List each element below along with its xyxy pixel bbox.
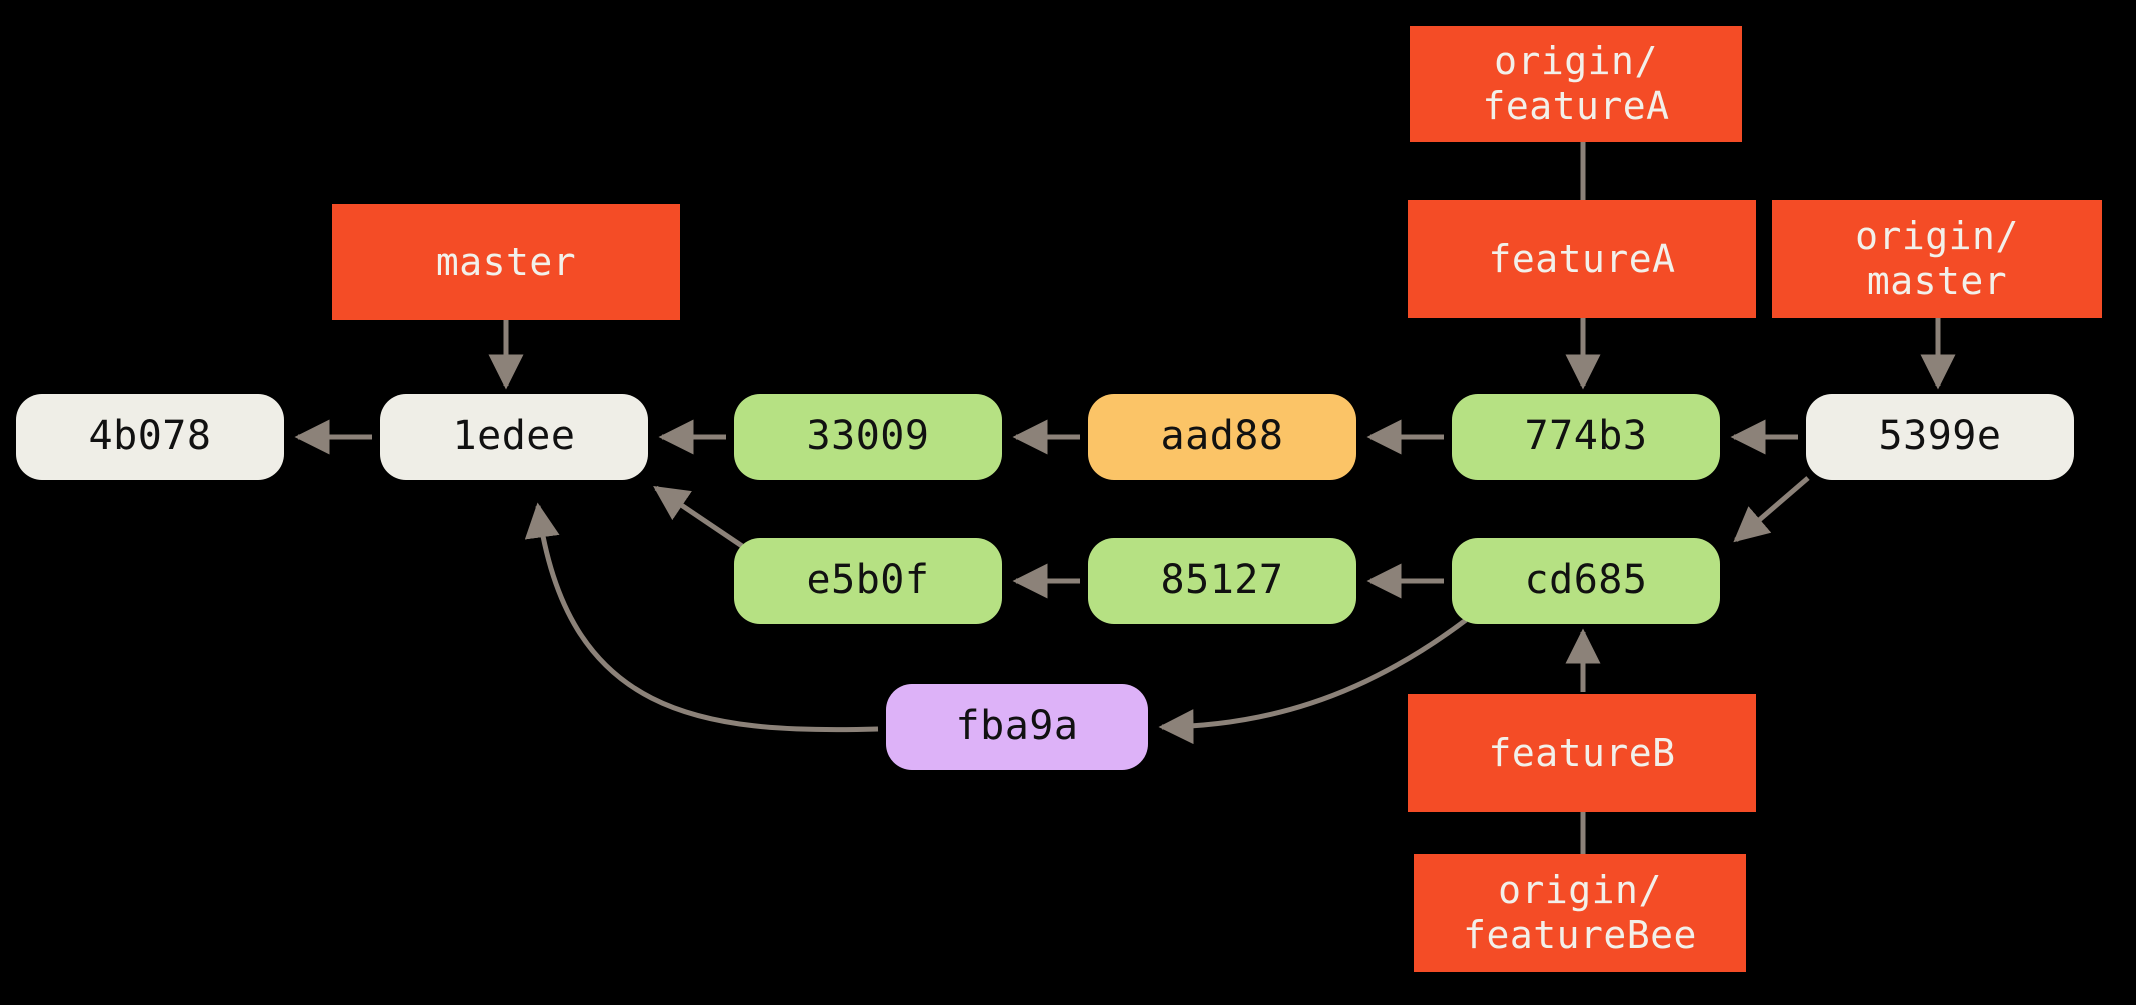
branch-label-origin-featureBee-text: origin/ featureBee (1463, 868, 1697, 957)
branch-label-featureA[interactable]: featureA (1408, 200, 1756, 318)
branch-label-master-text: master (435, 239, 577, 284)
branch-label-featureA-text: featureA (1488, 236, 1676, 281)
commit-node-cd685-label: cd685 (1524, 557, 1648, 604)
commit-node-774b3[interactable]: 774b3 (1452, 394, 1720, 480)
branch-label-origin-master-text: origin/ master (1855, 214, 2019, 303)
commit-node-e5b0f[interactable]: e5b0f (734, 538, 1002, 624)
commit-node-33009[interactable]: 33009 (734, 394, 1002, 480)
commit-node-fba9a-label: fba9a (955, 703, 1079, 750)
branch-label-origin-featureA[interactable]: origin/ featureA (1410, 26, 1742, 142)
branch-label-master[interactable]: master (332, 204, 680, 320)
commit-node-5399e[interactable]: 5399e (1806, 394, 2074, 480)
edge-5399e-to-cd685 (1733, 476, 1810, 543)
commit-node-85127-label: 85127 (1160, 557, 1284, 604)
commit-node-aad88[interactable]: aad88 (1088, 394, 1356, 480)
commit-node-33009-label: 33009 (806, 413, 930, 460)
branch-label-origin-featureA-text: origin/ featureA (1482, 39, 1670, 128)
branch-label-featureB-text: featureB (1488, 730, 1676, 775)
commit-node-aad88-label: aad88 (1160, 413, 1284, 460)
branch-label-featureB[interactable]: featureB (1408, 694, 1756, 812)
commit-node-fba9a[interactable]: fba9a (886, 684, 1148, 770)
commit-node-85127[interactable]: 85127 (1088, 538, 1356, 624)
commit-node-1edee[interactable]: 1edee (380, 394, 648, 480)
commit-node-cd685[interactable]: cd685 (1452, 538, 1720, 624)
commit-node-5399e-label: 5399e (1878, 413, 2002, 460)
branch-label-origin-featureBee[interactable]: origin/ featureBee (1414, 854, 1746, 972)
commit-node-774b3-label: 774b3 (1524, 413, 1648, 460)
commit-node-1edee-label: 1edee (452, 413, 576, 460)
edge-e5b0f-to-1edee (653, 485, 744, 549)
branch-label-origin-master[interactable]: origin/ master (1772, 200, 2102, 318)
commit-node-4b078-label: 4b078 (88, 413, 212, 460)
commit-node-4b078[interactable]: 4b078 (16, 394, 284, 480)
commit-node-e5b0f-label: e5b0f (806, 557, 930, 604)
